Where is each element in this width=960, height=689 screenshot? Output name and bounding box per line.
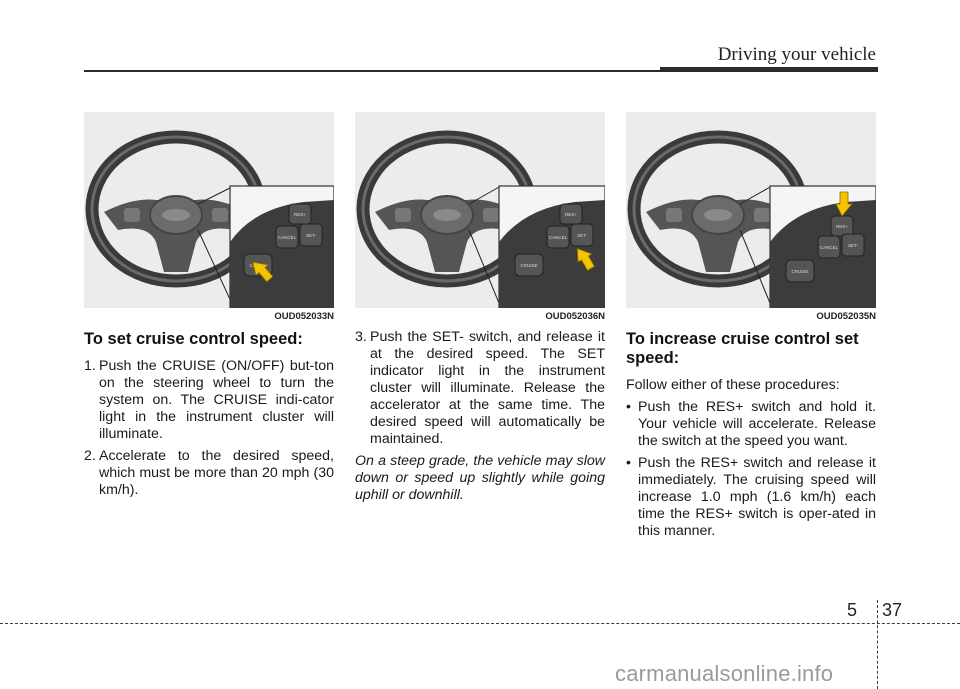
- cancel-switch-label: CANCEL: [820, 245, 839, 250]
- cruise-switch-label: CRUISE: [520, 263, 537, 268]
- figure-code: OUD052036N: [545, 311, 605, 322]
- list-item: • Push the RES+ switch and hold it. Your…: [626, 399, 876, 450]
- note-text: On a steep grade, the vehicle may slow d…: [355, 453, 605, 503]
- steering-wheel-illustration: RES+ CANCEL SET- CRUISE: [85, 130, 334, 308]
- step-number: 3.: [355, 329, 367, 345]
- column-increase-speed: RES+ CANCEL SET- CRUISE OUD052035N To in…: [626, 112, 876, 545]
- cancel-switch-label: CANCEL: [549, 235, 568, 240]
- list-item: 2. Accelerate to the desired speed, whic…: [84, 448, 334, 499]
- arrow-icon: [252, 261, 274, 283]
- page-number: 37: [882, 600, 903, 620]
- step-number: 2.: [84, 448, 96, 464]
- res-switch-label: RES+: [294, 212, 306, 217]
- section-title: Driving your vehicle: [717, 44, 876, 65]
- switch-closeup-inset: RES+ CANCEL SET- CRUISE: [229, 185, 334, 308]
- set-switch-label: SET-: [848, 243, 859, 248]
- steering-wheel-figure-set-switch: RES+ CANCEL SET- CRUISE: [355, 112, 605, 308]
- list-item: 3. Push the SET- switch, and release it …: [355, 329, 605, 448]
- header-rule-accent: [660, 67, 878, 72]
- bullet-icon: •: [626, 399, 631, 415]
- step-text: Accelerate to the desired speed, which m…: [99, 448, 334, 498]
- steps-list: 3. Push the SET- switch, and release it …: [355, 329, 605, 448]
- cancel-switch-label: CANCEL: [278, 235, 297, 240]
- watermark: carmanualsonline.info: [615, 661, 834, 686]
- steering-wheel-illustration: RES+ CANCEL SET- CRUISE: [627, 130, 876, 308]
- footer-divider: [877, 600, 878, 689]
- heading-increase-speed: To increase cruise control set speed:: [626, 330, 859, 367]
- res-switch-label: RES+: [836, 224, 848, 229]
- switch-closeup-inset: RES+ CANCEL SET- CRUISE: [769, 185, 876, 308]
- header-rule: [84, 70, 878, 72]
- step-text: Push the SET- switch, and release it at …: [370, 329, 605, 447]
- arrow-icon: [576, 248, 596, 271]
- arrow-icon: [835, 191, 853, 217]
- figure-code: OUD052035N: [816, 311, 876, 322]
- figure-code: OUD052033N: [274, 311, 334, 322]
- cruise-switch-label: CRUISE: [791, 269, 808, 274]
- list-item: 1. Push the CRUISE (ON/OFF) but-ton on t…: [84, 358, 334, 443]
- intro-text: Follow either of these procedures:: [626, 377, 840, 393]
- chapter-number: 5: [847, 600, 858, 620]
- steering-wheel-illustration: RES+ CANCEL SET- CRUISE: [356, 130, 605, 308]
- switch-closeup-inset: RES+ CANCEL SET- CRUISE: [498, 185, 605, 308]
- step-text: Push the CRUISE (ON/OFF) but-ton on the …: [99, 358, 334, 442]
- steps-list: 1. Push the CRUISE (ON/OFF) but-ton on t…: [84, 358, 334, 499]
- column-set-speed: RES+ CANCEL SET- CRUISE OUD052033N To se…: [84, 112, 334, 504]
- step-number: 1.: [84, 358, 96, 374]
- bullet-icon: •: [626, 455, 631, 471]
- bullet-list: • Push the RES+ switch and hold it. Your…: [626, 399, 876, 540]
- bullet-text: Push the RES+ switch and release it imme…: [638, 455, 876, 539]
- bullet-text: Push the RES+ switch and hold it. Your v…: [638, 399, 876, 449]
- footer-rule: [0, 623, 960, 624]
- steering-wheel-figure-res-switch: RES+ CANCEL SET- CRUISE: [626, 112, 876, 308]
- column-set-switch: RES+ CANCEL SET- CRUISE OUD052036N 3. Pu…: [355, 112, 605, 504]
- heading-set-speed: To set cruise control speed:: [84, 330, 303, 348]
- steering-wheel-figure-cruise-button: RES+ CANCEL SET- CRUISE: [84, 112, 334, 308]
- res-switch-label: RES+: [565, 212, 577, 217]
- set-switch-label: SET-: [306, 233, 317, 238]
- list-item: • Push the RES+ switch and release it im…: [626, 455, 876, 540]
- set-switch-label: SET-: [577, 233, 588, 238]
